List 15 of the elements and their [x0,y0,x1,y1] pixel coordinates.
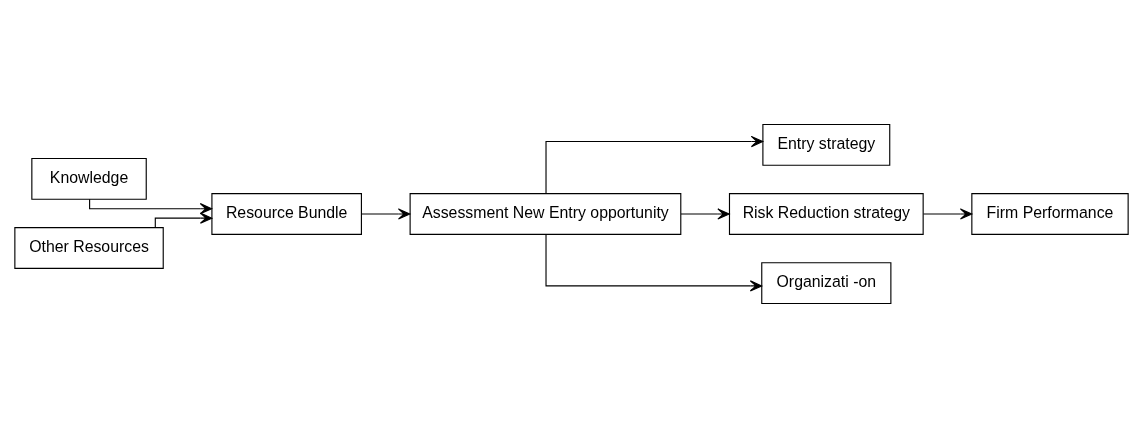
arrow [89,198,213,215]
node-box: Firm Performance [971,193,1129,235]
node-box: Organizati -on [761,262,892,305]
node-box: Assessment New Entry opportunity [409,193,682,235]
arrow [360,208,411,220]
arrow [545,135,764,194]
node-box: Risk Reduction strategy [728,193,924,235]
node-box: Resource Bundle [211,193,362,235]
node-box: Other Resources [14,227,164,269]
node-box: Entry strategy [762,123,891,166]
node-box: Knowledge [31,157,147,200]
arrow [154,212,213,229]
arrow [922,208,973,220]
arrow [680,208,730,220]
arrow [545,233,763,292]
